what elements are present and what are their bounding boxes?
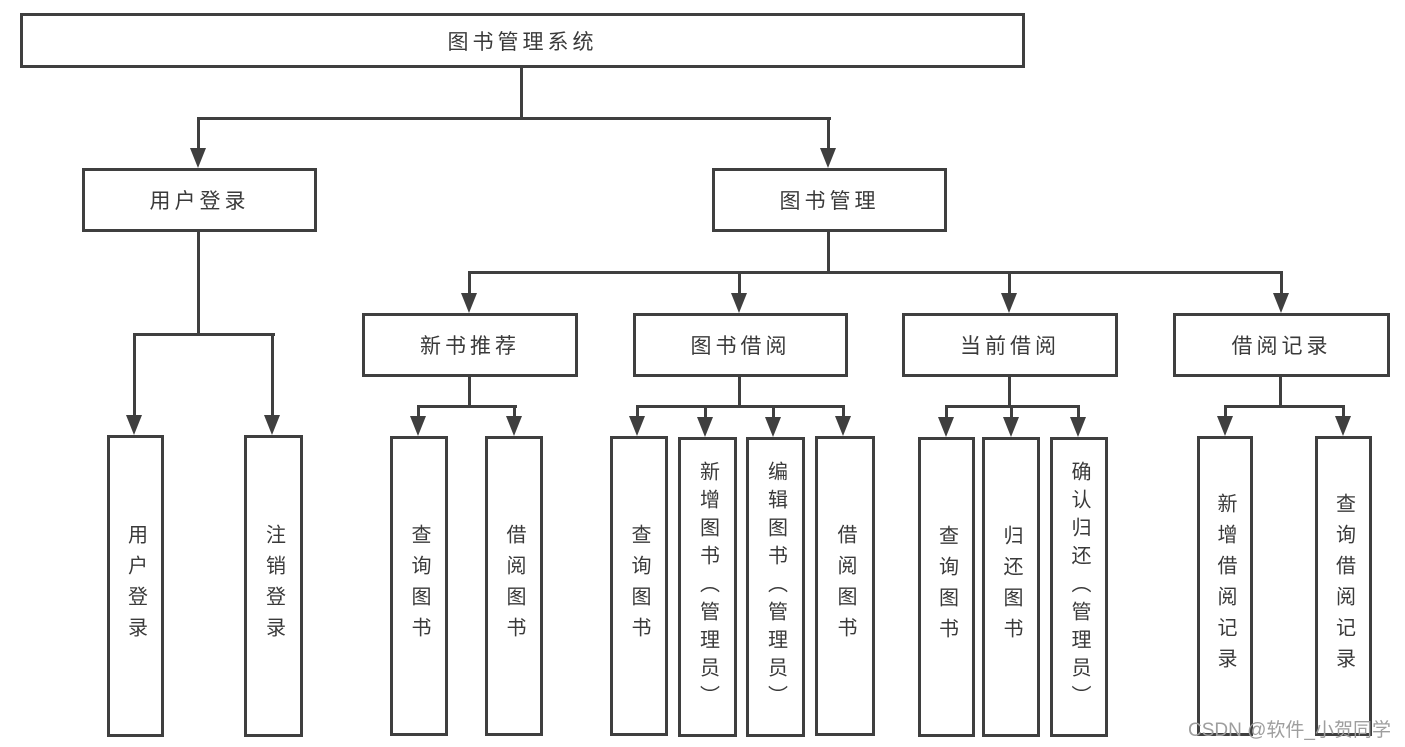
- connector-stem: [772, 405, 775, 419]
- connector-rec-branch: [417, 405, 517, 408]
- connector-root-stem: [520, 68, 523, 119]
- node-new-book-recommendation: 新书推荐: [362, 313, 578, 377]
- arrowhead-down-icon: [731, 293, 747, 313]
- arrowhead-down-icon: [1217, 416, 1233, 436]
- node-user-login: 用户登录: [82, 168, 317, 232]
- connector-stem: [1077, 405, 1080, 419]
- connector-rec-stem: [468, 375, 471, 408]
- arrowhead-down-icon: [1273, 293, 1289, 313]
- connector-bb-branch: [636, 405, 845, 408]
- connector-stem: [738, 271, 741, 295]
- node-current-borrowing: 当前借阅: [902, 313, 1118, 377]
- arrowhead-down-icon: [1001, 293, 1017, 313]
- node-root-library-system: 图书管理系统: [20, 13, 1025, 68]
- connector-stem: [827, 117, 830, 151]
- connector-stem: [133, 333, 136, 417]
- leaf-bb-edit-books-admin: 编辑图书（管理员）: [746, 437, 805, 737]
- node-book-management: 图书管理: [712, 168, 947, 232]
- connector-stem: [1008, 271, 1011, 295]
- leaf-user-login: 用户登录: [107, 435, 164, 737]
- connector-br-branch: [1224, 405, 1345, 408]
- connector-stem: [1224, 405, 1227, 418]
- connector-level2-branch: [197, 117, 831, 120]
- connector-bookmgmt-stem: [827, 230, 830, 274]
- leaf-bb-add-books-admin: 新增图书（管理员）: [678, 437, 737, 737]
- arrowhead-down-icon: [820, 148, 836, 168]
- leaf-cb-return-books: 归还图书: [982, 437, 1040, 737]
- leaf-bb-borrow-books: 借阅图书: [815, 436, 875, 736]
- leaf-logout: 注销登录: [244, 435, 303, 737]
- connector-stem: [513, 405, 516, 418]
- connector-br-stem: [1279, 375, 1282, 408]
- connector-cb-stem: [1008, 375, 1011, 408]
- connector-stem: [945, 405, 948, 419]
- arrowhead-down-icon: [264, 415, 280, 435]
- arrowhead-down-icon: [765, 417, 781, 437]
- connector-userlogin-branch: [133, 333, 275, 336]
- arrowhead-down-icon: [410, 416, 426, 436]
- arrowhead-down-icon: [835, 416, 851, 436]
- connector-stem: [197, 117, 200, 151]
- connector-stem: [1280, 271, 1283, 295]
- connector-stem: [417, 405, 420, 418]
- connector-level3-branch: [468, 271, 1283, 274]
- arrowhead-down-icon: [506, 416, 522, 436]
- arrowhead-down-icon: [190, 148, 206, 168]
- connector-bb-stem: [738, 375, 741, 408]
- arrowhead-down-icon: [629, 416, 645, 436]
- connector-stem: [842, 405, 845, 418]
- leaf-cb-query-books: 查询图书: [918, 437, 975, 737]
- connector-stem: [1010, 405, 1013, 419]
- arrowhead-down-icon: [461, 293, 477, 313]
- arrowhead-down-icon: [1335, 416, 1351, 436]
- connector-stem: [1342, 405, 1345, 418]
- leaf-rec-borrow-books: 借阅图书: [485, 436, 543, 736]
- watermark-text: CSDN @软件_小贺同学: [1188, 720, 1391, 741]
- arrowhead-down-icon: [1070, 417, 1086, 437]
- node-borrowing-records: 借阅记录: [1173, 313, 1390, 377]
- connector-stem: [468, 271, 471, 295]
- leaf-bb-query-books: 查询图书: [610, 436, 668, 736]
- connector-stem: [636, 405, 639, 418]
- leaf-cb-confirm-return-admin: 确认归还（管理员）: [1050, 437, 1108, 737]
- connector-stem: [271, 333, 274, 417]
- leaf-br-query-record: 查询借阅记录: [1315, 436, 1372, 736]
- arrowhead-down-icon: [1003, 417, 1019, 437]
- node-book-borrowing: 图书借阅: [633, 313, 848, 377]
- leaf-br-add-record: 新增借阅记录: [1197, 436, 1253, 736]
- connector-userlogin-stem: [197, 230, 200, 336]
- arrowhead-down-icon: [938, 417, 954, 437]
- leaf-rec-query-books: 查询图书: [390, 436, 448, 736]
- arrowhead-down-icon: [697, 417, 713, 437]
- arrowhead-down-icon: [126, 415, 142, 435]
- connector-stem: [704, 405, 707, 419]
